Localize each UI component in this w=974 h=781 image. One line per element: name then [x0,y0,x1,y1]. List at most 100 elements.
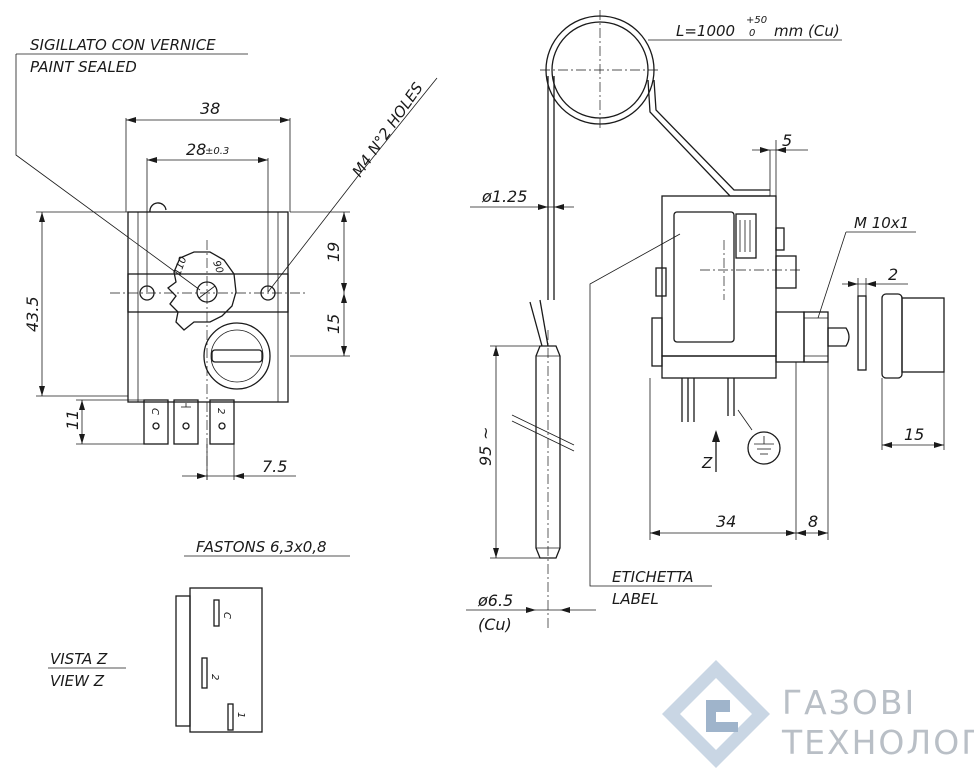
arrow [197,473,207,479]
brand-watermark: ГАЗОВІ ТЕХНОЛОГІЇ [662,660,974,768]
screw-slot [198,285,216,299]
bulb-tip [529,301,543,347]
label-it: ETICHETTA [612,568,694,586]
knob-washer [857,295,867,371]
arrow [560,607,570,613]
arrow [760,147,770,153]
terminal-2-label: 2 [215,408,226,414]
capillary-to-body [647,79,770,197]
faston-1 [227,703,234,731]
dial-90: 90 [210,259,225,275]
terminal-c-label: C [149,408,160,415]
arrow [493,548,499,558]
length-tol-plus: +50 [746,15,767,26]
arrow [934,442,944,448]
label-en: LABEL [612,590,659,608]
arrow [79,434,85,444]
length-label: L=1000 [676,22,735,40]
arrow [341,346,347,356]
terminal-ground [173,399,199,445]
length-unit: mm (Cu) [774,22,840,40]
arrow [650,530,660,536]
sealed-label-en: PAINT SEALED [30,58,137,76]
arrow [126,117,136,123]
knob-inner-ring [210,329,264,383]
side-body-base [661,355,777,379]
terminal-hole [218,422,226,430]
break-line [511,414,575,446]
side-step [775,227,785,251]
dim-7-5: 7.5 [262,457,287,476]
front-view: SIGILLATO CON VERNICE PAINT SEALED 38 28… [15,36,438,480]
dim-5: 5 [782,131,792,150]
break-line [511,420,575,452]
arrow [526,607,536,613]
arrow [234,473,244,479]
terminal-hole [152,422,160,430]
view-z-label-it: VISTA Z [50,650,108,668]
dim-95: 95 [476,446,495,466]
view-z-label-en: VIEW Z [50,672,105,690]
view-z-arrowhead [712,430,720,442]
holes-label: M4 N°2 HOLES [349,79,428,180]
arrow [786,530,796,536]
sealed-leader [15,54,201,291]
arrow [341,212,347,222]
sensing-bulb [535,345,561,559]
thread-m10 [803,311,829,363]
faston-c-label: C [221,612,232,619]
fastons-label: FASTONS 6,3x0,8 [196,538,327,556]
terminal-c [143,399,169,445]
capillary-to-body [653,79,770,191]
label-leader [589,233,712,587]
faston-c [213,599,220,627]
arrow [848,281,858,287]
dim-15-left: 15 [324,314,343,334]
thermostat-body [127,211,289,403]
side-body [661,195,777,357]
label-plate [673,211,735,343]
dim-34: 34 [716,512,736,531]
holes-leader [267,175,359,293]
knob-side [881,293,903,379]
terminal-2 [209,399,235,445]
arrow [866,281,876,287]
brand-logo [662,660,770,768]
dim-43-5: 43.5 [23,296,42,332]
dim-95-approx: ~ [476,427,495,440]
knob-slot [211,349,263,363]
sealed-label-it: SIGILLATO CON VERNICE [30,36,216,54]
arrow [280,117,290,123]
arrow [258,157,268,163]
bulb-dia: ø6.5 [477,591,513,610]
view-z-body [189,587,263,733]
side-clip [655,267,667,297]
side-step-2 [775,255,797,289]
arrow [776,147,786,153]
shaft-base [775,311,805,363]
logo-mark [706,700,738,732]
dim-11: 11 [63,410,82,430]
ground-leader [737,409,753,431]
view-z: FASTONS 6,3x0,8 C 2 1 VISTA Z VIEW Z [48,538,350,733]
label-sticker [735,213,757,259]
length-tol-minus: 0 [749,28,755,39]
arrow [796,530,806,536]
arrow [538,204,548,210]
adjustment-knob [203,322,271,390]
z-mark: Z [701,454,713,472]
arrow [554,204,564,210]
bulb-tip [539,299,549,347]
thread-label: M 10x1 [854,214,909,232]
view-z-base [175,595,191,727]
arrow [818,530,828,536]
brand-line1: ГАЗОВІ [782,683,916,722]
dim-28: 28 [186,140,206,159]
faston-1-label: 1 [235,712,246,718]
thread-leader [817,231,847,319]
arrow [341,293,347,303]
capillary-dia: ø1.25 [481,187,527,206]
side-view: L=1000 +50 0 mm (Cu) ø1.25 95 ~ ø6.5 [466,10,945,634]
